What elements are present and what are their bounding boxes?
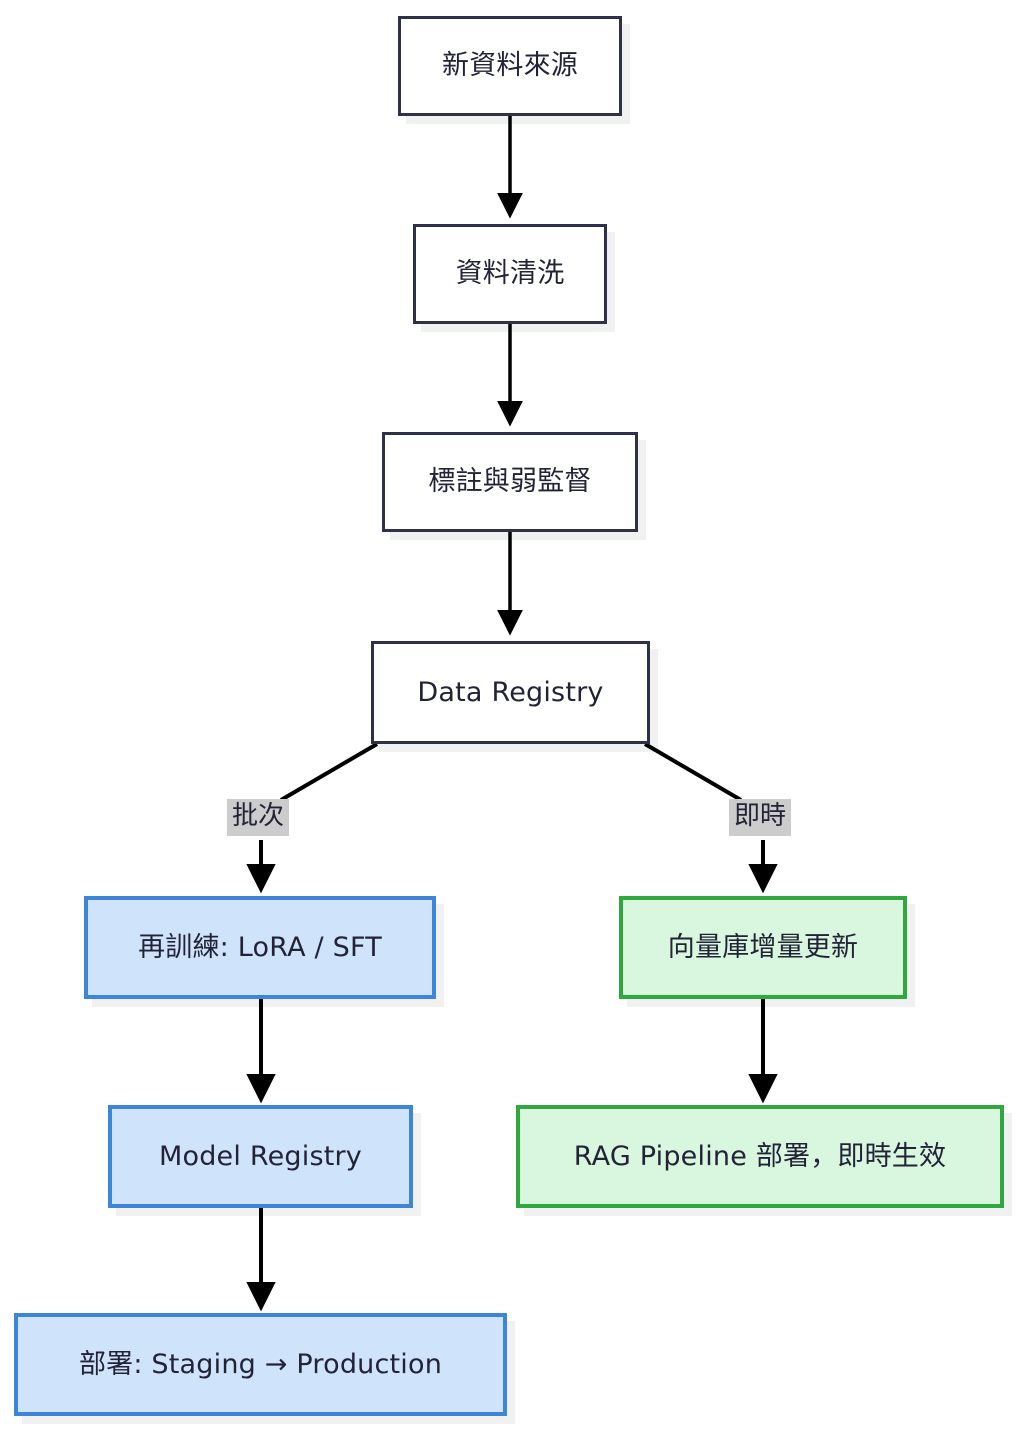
node-deploy-staging-production[interactable]: 部署: Staging → Production (14, 1313, 507, 1416)
node-label: 資料清洗 (455, 258, 565, 290)
node-label: 標註與弱監督 (428, 466, 592, 498)
node-label: 新資料來源 (442, 50, 578, 82)
node-label: RAG Pipeline 部署，即時生效 (573, 1140, 947, 1172)
node-label: 再訓練: LoRA / SFT (138, 931, 382, 963)
node-label: 向量庫增量更新 (667, 931, 859, 963)
node-labeling-weak-supervision[interactable]: 標註與弱監督 (382, 432, 638, 532)
node-label: Model Registry (159, 1140, 362, 1172)
node-rag-pipeline-deploy[interactable]: RAG Pipeline 部署，即時生效 (516, 1105, 1004, 1208)
node-label: 部署: Staging → Production (78, 1348, 443, 1380)
node-data-registry[interactable]: Data Registry (371, 641, 650, 744)
node-model-registry[interactable]: Model Registry (108, 1105, 413, 1208)
node-label: Data Registry (417, 676, 604, 708)
edge-label-realtime: 即時 (729, 799, 792, 837)
node-new-data-source[interactable]: 新資料來源 (398, 16, 622, 116)
node-retrain-lora-sft[interactable]: 再訓練: LoRA / SFT (84, 896, 436, 999)
node-vector-store-incremental-update[interactable]: 向量庫增量更新 (619, 896, 907, 999)
node-data-cleaning[interactable]: 資料清洗 (413, 224, 607, 324)
edge-label-batch: 批次 (227, 799, 290, 837)
